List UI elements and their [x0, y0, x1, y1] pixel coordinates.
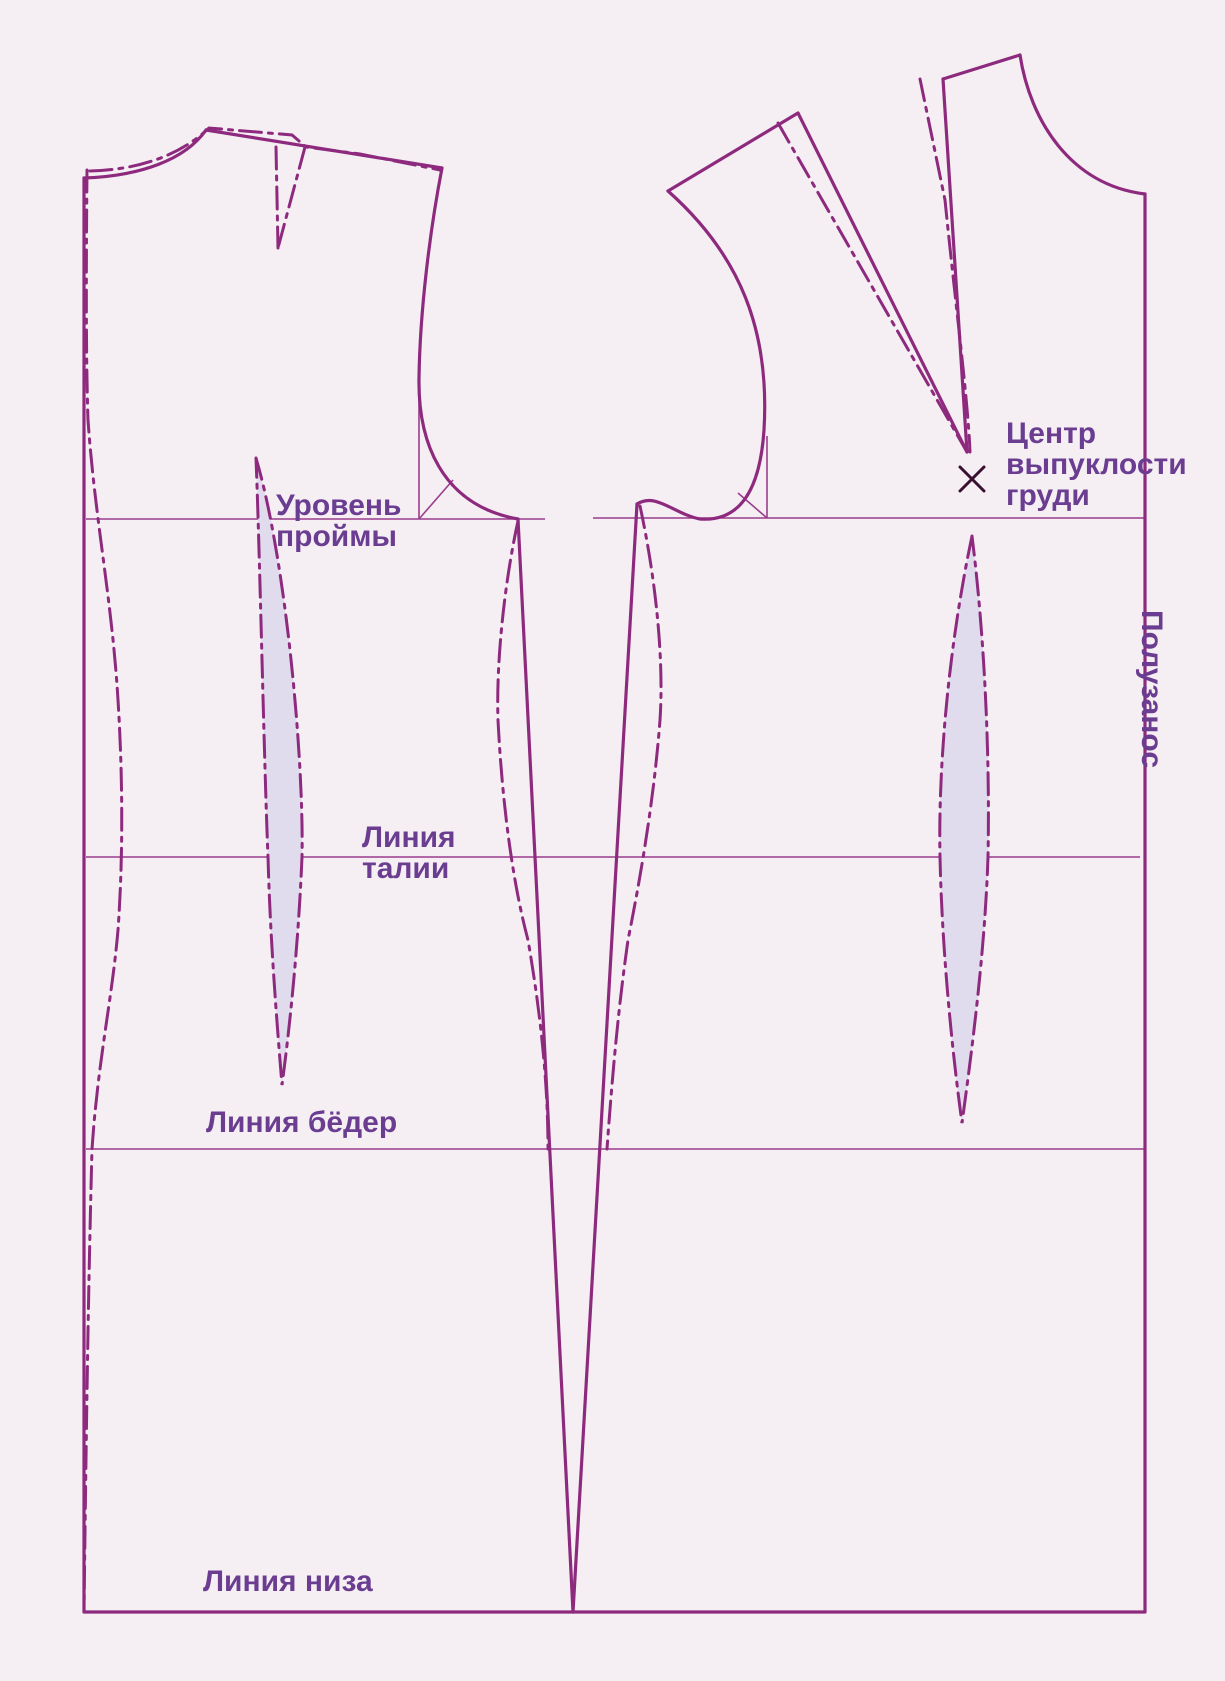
front-neckline	[1018, 53, 1147, 196]
back-waist-dart-fill	[256, 458, 303, 1085]
waist-line-label-line1: Линия	[362, 821, 456, 854]
half-overlap-label: Полузанос	[1135, 610, 1168, 769]
back-center-adjusted	[82, 168, 124, 1614]
front-center-line	[571, 192, 1147, 1614]
bust-point-label: Центр выпуклости груди	[1006, 418, 1187, 511]
armhole-level-label: Уровень проймы	[276, 490, 401, 552]
guide-lines	[86, 378, 1145, 1150]
front-waist-dart-fill	[939, 536, 989, 1123]
back-shoulder-dart-left	[274, 145, 280, 250]
front-shoulder-outer	[666, 111, 800, 193]
hem-line-label: Линия низа	[203, 1566, 373, 1597]
back-center-line	[82, 176, 575, 1614]
back-neckline	[82, 128, 208, 180]
waist-line-label-line2: талии	[362, 852, 450, 885]
half-overlap-label-text: Полузанос	[1135, 610, 1168, 769]
front-armhole-line	[635, 189, 767, 521]
front-shoulder-inner	[941, 53, 1022, 81]
front-side-seam	[571, 502, 639, 1614]
basic-pattern-lines	[82, 53, 1147, 1614]
back-side-seam-adjusted	[496, 519, 550, 1151]
dart-fills	[256, 458, 989, 1123]
hip-line-label: Линия бёдер	[206, 1107, 397, 1138]
front-bust-dart-left	[776, 121, 969, 454]
bust-point-label-line2: выпуклости	[1006, 448, 1187, 481]
back-shoulder-line	[204, 128, 444, 170]
front-dart-leg-outer	[796, 111, 969, 454]
adjusted-lines-dashdot	[82, 77, 990, 1614]
back-armhole-helper-diagonal	[418, 479, 454, 520]
back-armhole-line	[417, 166, 520, 521]
waist-line-label: Линия талии	[362, 822, 456, 884]
front-armhole-helper-diagonal	[737, 492, 768, 519]
front-waist-dart-outline	[938, 534, 990, 1124]
bust-point-label-line1: Центр	[1006, 417, 1097, 450]
hem-line-label-text: Линия низа	[203, 1565, 373, 1598]
front-dart-leg-inner	[941, 77, 969, 454]
hip-line-label-text: Линия бёдер	[206, 1106, 398, 1139]
armhole-level-label-line2: проймы	[276, 520, 398, 553]
back-side-seam	[516, 517, 575, 1614]
back-waist-dart-outline	[254, 456, 304, 1086]
cross-marker-icon	[958, 465, 986, 493]
front-side-seam-adjusted	[605, 504, 663, 1151]
bust-point-label-line3: груди	[1006, 479, 1090, 512]
back-neck-shoulder-adjusted	[88, 126, 442, 173]
armhole-level-label-line1: Уровень	[276, 489, 402, 522]
back-shoulder-dart-right	[276, 145, 307, 250]
